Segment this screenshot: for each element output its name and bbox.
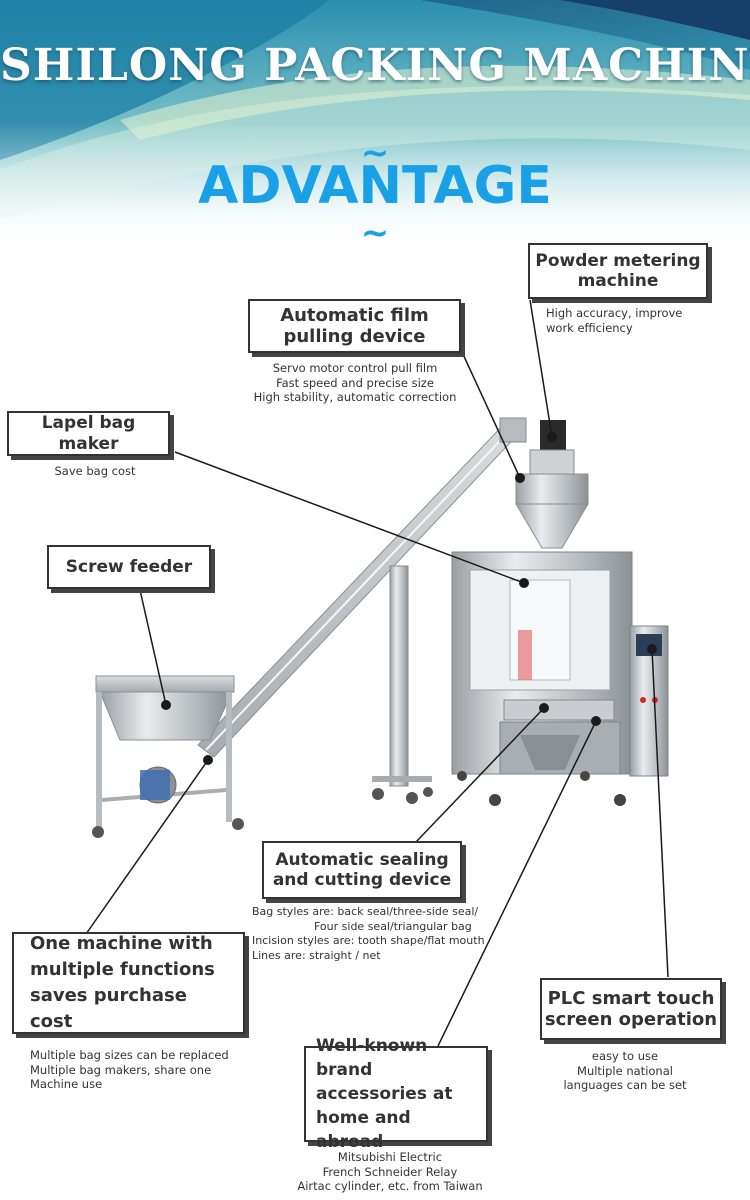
- section-heading: ADVANTAGE: [198, 156, 552, 216]
- powder-metering-unit: [515, 420, 589, 549]
- feature-desc-brand-accessories: Mitsubishi Electric French Schneider Rel…: [297, 1150, 483, 1193]
- feature-desc-film-pulling: Servo motor control pull film Fast speed…: [253, 361, 457, 404]
- callout-dots: [161, 432, 657, 765]
- header-banner: SHILONG PACKING MACHINE ~ ADVANTAGE ~: [0, 0, 750, 250]
- feature-box-plc-touch-screen: PLC smart touch screen operation: [540, 978, 722, 1040]
- sealing-line-2: Four side seal/triangular bag: [314, 919, 472, 933]
- feature-box-sealing-cutting: Automatic sealing and cutting device: [262, 841, 462, 899]
- feature-box-brand-accessories: Well-known brand accessories at home and…: [304, 1036, 488, 1152]
- tilde-decoration-bottom: ~: [360, 213, 390, 250]
- tilde-decoration-top: ~: [360, 133, 390, 173]
- feature-desc-powder-metering: High accuracy, improve work efficiency: [546, 306, 683, 335]
- sealing-line-1: Bag styles are: back seal/three-side sea…: [252, 905, 479, 918]
- feature-box-film-pulling: Automatic film pulling device: [248, 299, 461, 353]
- feature-desc-plc-touch-screen: easy to use Multiple national languages …: [563, 1049, 687, 1092]
- page-title: SHILONG PACKING MACHINE: [0, 40, 750, 91]
- feature-desc-lapel-bag-maker: Save bag cost: [54, 464, 136, 478]
- feature-box-multi-function: One machine with multiple functions save…: [12, 932, 245, 1034]
- feature-box-powder-metering: Powder metering machine: [528, 243, 708, 299]
- feature-desc-multi-function: Multiple bag sizes can be replaced Multi…: [30, 1048, 229, 1091]
- feature-box-screw-feeder: Screw feeder: [47, 545, 211, 589]
- feature-desc-sealing-cutting: Bag styles are: back seal/three-side sea…: [252, 905, 502, 963]
- header-background: [0, 0, 750, 250]
- callout-lines: [85, 299, 669, 1047]
- feature-box-lapel-bag-maker: Lapel bag maker: [7, 411, 170, 456]
- sealing-line-4: Lines are: straight / net: [252, 948, 381, 962]
- sealing-line-3: Incision styles are: tooth shape/flat mo…: [252, 934, 485, 947]
- auger-conveyor: [197, 417, 527, 804]
- screw-feeder-hopper: [92, 675, 244, 838]
- packing-machine-body: [451, 551, 669, 806]
